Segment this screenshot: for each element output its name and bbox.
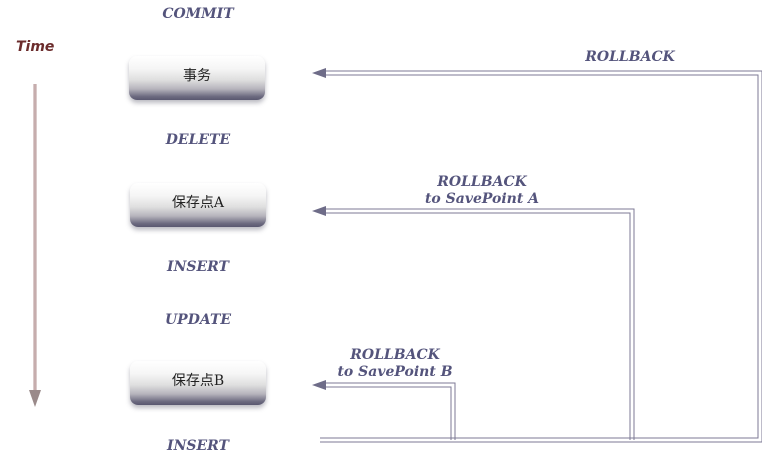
rollback-a-line-inner bbox=[322, 212, 631, 440]
rollback-a-arrowhead bbox=[312, 206, 326, 216]
savepoint-b-box: 保存点B bbox=[130, 361, 266, 405]
step-insert-1: INSERT bbox=[167, 259, 229, 275]
time-axis-arrow bbox=[29, 84, 41, 407]
step-update: UPDATE bbox=[164, 312, 232, 328]
rollback-b-label-line1: ROLLBACK bbox=[350, 347, 440, 363]
rollback-b-label-line2: to SavePoint B bbox=[337, 364, 453, 380]
savepoint-b-box-label: 保存点B bbox=[171, 373, 225, 389]
step-commit: COMMIT bbox=[162, 6, 234, 22]
rollback-full-line-inner bbox=[320, 74, 759, 439]
time-label: Time bbox=[16, 39, 55, 55]
rollback-full-line bbox=[320, 70, 762, 443]
rollback-full-arrowhead bbox=[312, 68, 326, 78]
rollback-b-line bbox=[322, 382, 456, 440]
rollback-a-label-line1: ROLLBACK bbox=[437, 174, 527, 190]
rollback-a-label-line2: to SavePoint A bbox=[424, 191, 540, 207]
rollback-a-line bbox=[322, 208, 635, 440]
transaction-box: 事务 bbox=[129, 56, 265, 100]
transaction-box-label: 事务 bbox=[183, 68, 211, 84]
rollback-full-label: ROLLBACK bbox=[570, 49, 690, 66]
step-delete: DELETE bbox=[165, 132, 231, 148]
rollback-a-label: ROLLBACK to SavePoint A bbox=[405, 174, 559, 208]
savepoint-a-box-label: 保存点A bbox=[171, 195, 225, 211]
step-insert-2: INSERT bbox=[167, 438, 229, 454]
savepoint-a-box: 保存点A bbox=[130, 183, 266, 227]
rollback-b-arrowhead bbox=[312, 380, 326, 390]
rollback-b-line-inner bbox=[322, 386, 452, 440]
rollback-b-label: ROLLBACK to SavePoint B bbox=[318, 347, 472, 381]
rollback-full-label-line1: ROLLBACK bbox=[585, 49, 675, 65]
